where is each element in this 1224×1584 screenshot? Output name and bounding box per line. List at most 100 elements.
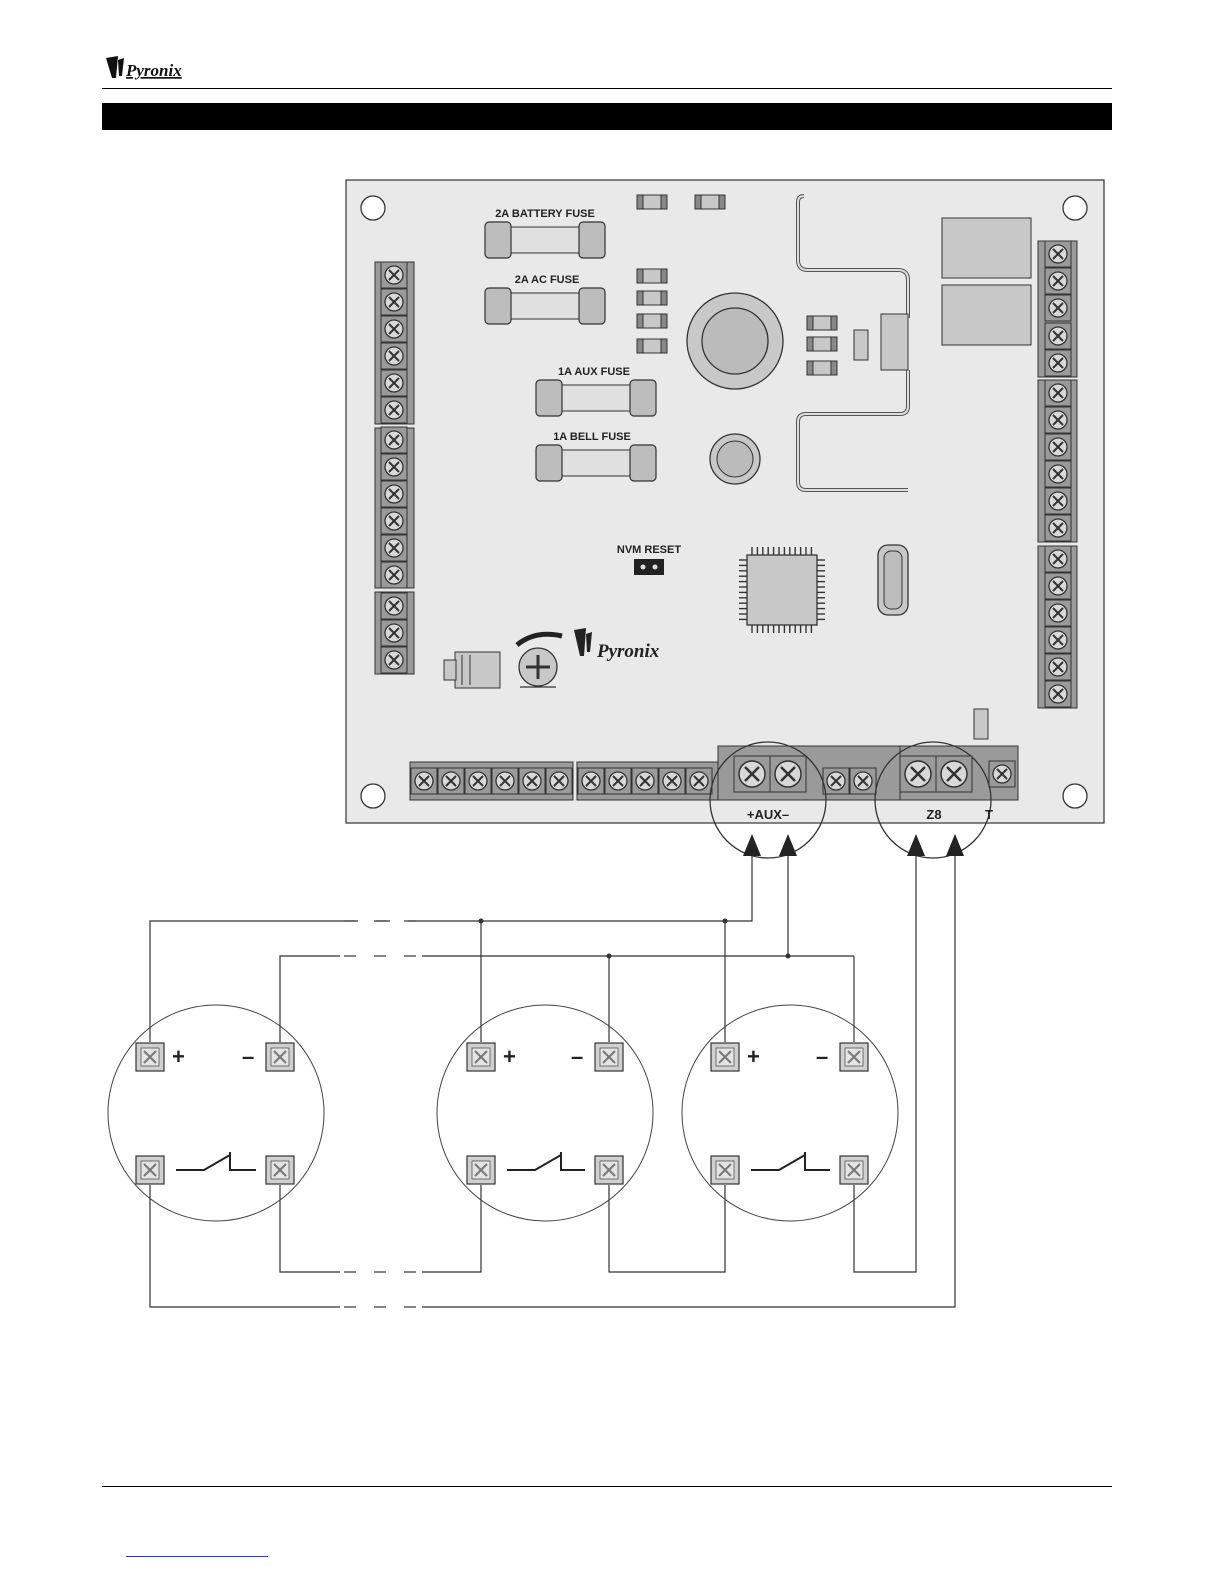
aux-terminal-label: +AUX– (747, 807, 789, 822)
zone-terminal-b (936, 756, 972, 792)
terminal-screw (850, 768, 876, 794)
terminal-screw (381, 508, 407, 534)
terminal-screw (381, 620, 407, 646)
zone-terminal-label: Z8 (926, 807, 941, 822)
switch-contact-icon (507, 1152, 585, 1170)
terminal-screw (519, 768, 545, 794)
terminal-screw (1045, 515, 1071, 541)
smd-component (807, 337, 837, 351)
terminal-screw (1045, 268, 1071, 294)
relay (942, 285, 1031, 345)
plus-label: + (747, 1044, 760, 1069)
mounting-hole (361, 196, 385, 220)
aux-fuse (536, 380, 656, 416)
aux-negative-terminal (770, 756, 806, 792)
terminal-screw (605, 768, 631, 794)
terminal-screw (1045, 546, 1071, 572)
microcontroller-chip (739, 547, 825, 633)
nvm-reset-jumper (634, 559, 664, 575)
detector-positive-terminal (467, 1043, 495, 1071)
terminal-screw (381, 262, 407, 288)
mounting-hole (1063, 196, 1087, 220)
terminal-screw (381, 289, 407, 315)
arrow-icon (743, 834, 761, 856)
detector-alarm-terminal (840, 1156, 868, 1184)
terminal-screw (381, 343, 407, 369)
smd-component (695, 195, 725, 209)
terminal-screw (381, 397, 407, 423)
diode (854, 330, 868, 360)
smd-component (807, 316, 837, 330)
terminal-screw (632, 768, 658, 794)
terminal-screw (1045, 380, 1071, 406)
terminal-screw (381, 454, 407, 480)
junction-dot (479, 919, 484, 924)
smd-component (807, 361, 837, 375)
bell-fuse-label: 1A BELL FUSE (553, 431, 631, 443)
terminal-screw (465, 768, 491, 794)
detector-alarm-terminal (266, 1156, 294, 1184)
switch-contact-icon (176, 1152, 256, 1170)
smd-component (637, 339, 667, 353)
detector-alarm-terminal (467, 1156, 495, 1184)
footer-link-underline[interactable] (126, 1556, 268, 1557)
minus-label: – (242, 1044, 254, 1069)
arrow-icon (907, 834, 925, 856)
detector-positive-terminal (136, 1043, 164, 1071)
aux-fuse-label: 1A AUX FUSE (558, 366, 630, 378)
detector-1: +– (108, 1005, 324, 1221)
terminal-screw (438, 768, 464, 794)
terminal-screw (686, 768, 712, 794)
terminal-screw (1045, 627, 1071, 653)
detector-alarm-terminal (711, 1156, 739, 1184)
mounting-hole (1063, 784, 1087, 808)
bell-fuse (536, 445, 656, 481)
detector-negative-terminal (840, 1043, 868, 1071)
terminal-screw (1045, 461, 1071, 487)
junction-dot (723, 919, 728, 924)
battery-fuse-label: 2A BATTERY FUSE (495, 208, 595, 220)
terminal-screw (989, 761, 1015, 787)
nvm-reset-label: NVM RESET (617, 544, 681, 556)
minus-label: – (571, 1044, 583, 1069)
terminal-screw (381, 370, 407, 396)
relay (942, 218, 1031, 278)
mounting-hole (361, 784, 385, 808)
plus-label: + (503, 1044, 516, 1069)
wiring (150, 856, 955, 1307)
terminal-screw (659, 768, 685, 794)
detector-2: +– (437, 1005, 653, 1221)
ac-fuse (485, 288, 605, 324)
svg-text:Pyronix: Pyronix (596, 641, 660, 662)
terminal-screw (411, 768, 437, 794)
terminal-screw (1045, 654, 1071, 680)
junction-dot (786, 954, 791, 959)
terminal-screw (381, 593, 407, 619)
tamper-switch (881, 314, 908, 370)
terminal-screw (1045, 407, 1071, 433)
zone-terminal-a (900, 756, 936, 792)
battery-fuse (485, 222, 605, 258)
smd-component (637, 291, 667, 305)
terminal-screw (381, 481, 407, 507)
terminal-screw (381, 562, 407, 588)
arrow-icon (946, 834, 964, 856)
terminal-screw (1045, 295, 1071, 321)
detector-negative-terminal (266, 1043, 294, 1071)
detector-3: +– (682, 1005, 898, 1221)
terminal-screw (546, 768, 572, 794)
diode (974, 709, 988, 739)
aux-positive-terminal (734, 756, 770, 792)
terminal-screw (381, 535, 407, 561)
terminal-screw (1045, 323, 1071, 349)
terminal-screw (381, 647, 407, 673)
terminal-screw (381, 427, 407, 453)
switch-contact-icon (751, 1152, 830, 1170)
minus-label: – (816, 1044, 828, 1069)
footer-rule (102, 1486, 1112, 1487)
smd-component (637, 314, 667, 328)
smd-component (637, 195, 667, 209)
terminal-screw (578, 768, 604, 794)
terminal-screw (1045, 573, 1071, 599)
